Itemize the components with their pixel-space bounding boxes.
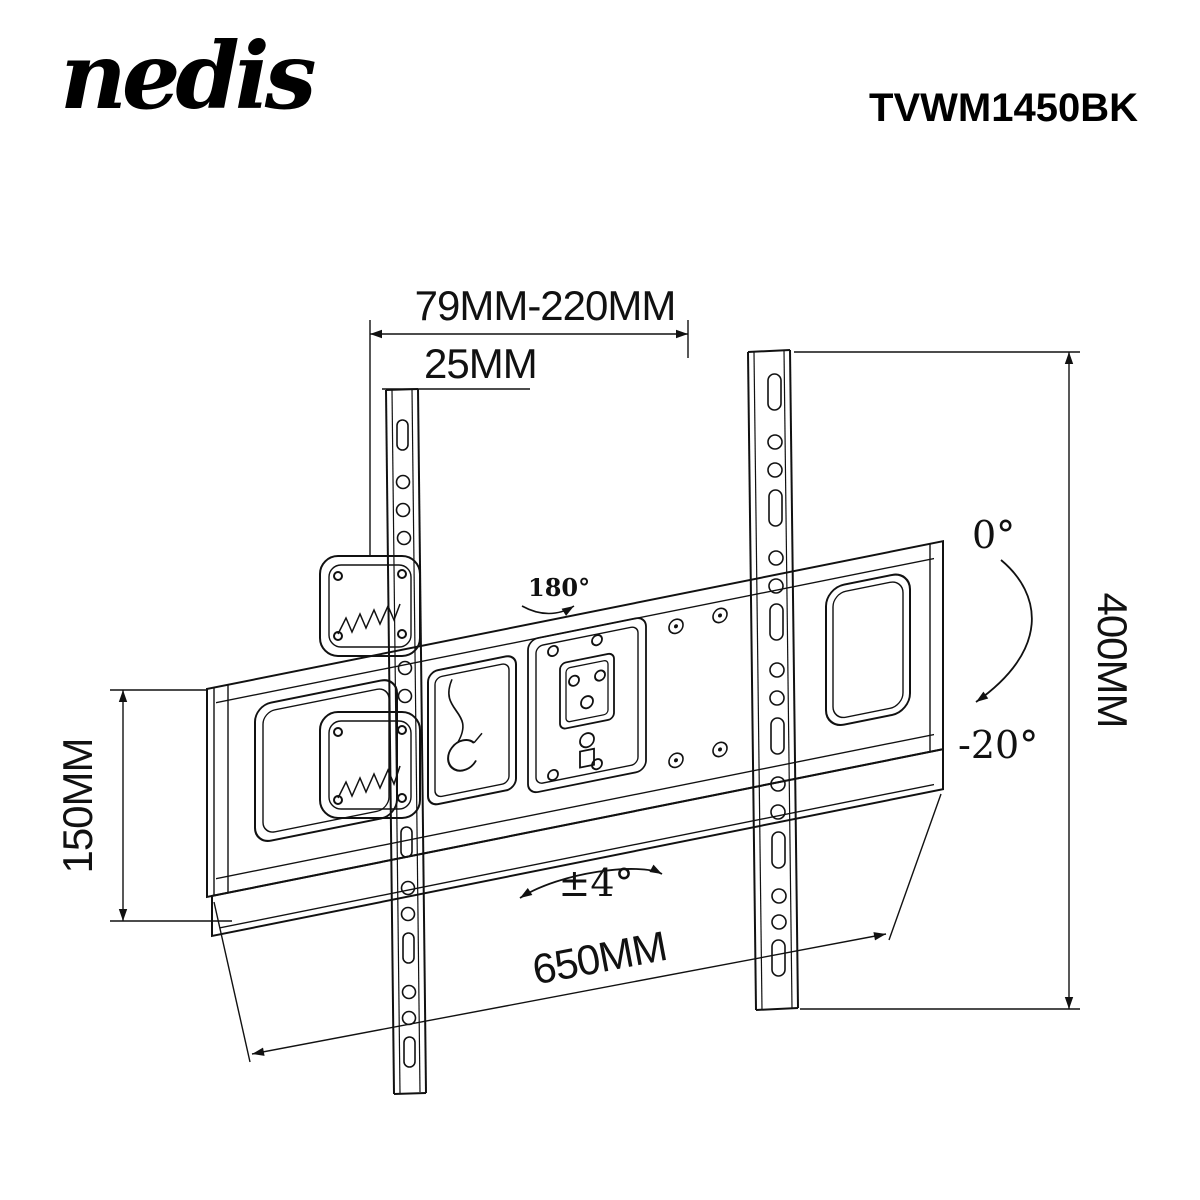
nedis-logo: nedis [60, 22, 316, 130]
spring-icon [337, 765, 401, 799]
label-swivel: 180° [528, 573, 590, 602]
spring-icon [337, 603, 401, 635]
dim-wall-distance-label: 25MM [424, 340, 537, 387]
beam-cutout-right [825, 573, 911, 726]
beam-cutout-left [254, 679, 398, 842]
front-rail-holes [395, 419, 417, 1068]
dim-left-height-label: 150MM [54, 738, 101, 873]
swivel-arrow [521, 605, 575, 616]
level-adjust-arrow [519, 864, 663, 899]
safety-hook-icon [447, 739, 477, 772]
beam-screws [668, 607, 728, 769]
central-tilt-plate [527, 617, 647, 794]
upper-wall-plate [319, 555, 421, 657]
dim-bottom-width-label: 650MM [529, 922, 670, 993]
dim-left-height-lines [110, 689, 232, 922]
dim-right-height-label: 400MM [1089, 592, 1136, 727]
dim-bottom-width-lines [213, 793, 942, 1063]
dim-right-height-lines [794, 351, 1080, 1010]
beam-screw-dots [674, 613, 722, 763]
rear-vesa-rail [747, 349, 799, 1011]
label-tilt-down: -20° [958, 723, 1038, 767]
dim-width-range-lines [369, 320, 689, 556]
wall-bracket-beam [206, 540, 944, 938]
label-tilt-up: 0° [972, 513, 1015, 557]
label-level-adjust: ±4° [558, 861, 633, 905]
tilt-arrow [975, 559, 1033, 703]
dim-width-range-label: 79MM-220MM [415, 282, 676, 329]
safety-cable [448, 679, 464, 743]
product-code: TVWM1450BK [869, 86, 1138, 130]
vesa-rail-holes [767, 373, 787, 977]
lower-wall-plate [319, 711, 421, 819]
beam-cutout-middle [427, 655, 517, 806]
